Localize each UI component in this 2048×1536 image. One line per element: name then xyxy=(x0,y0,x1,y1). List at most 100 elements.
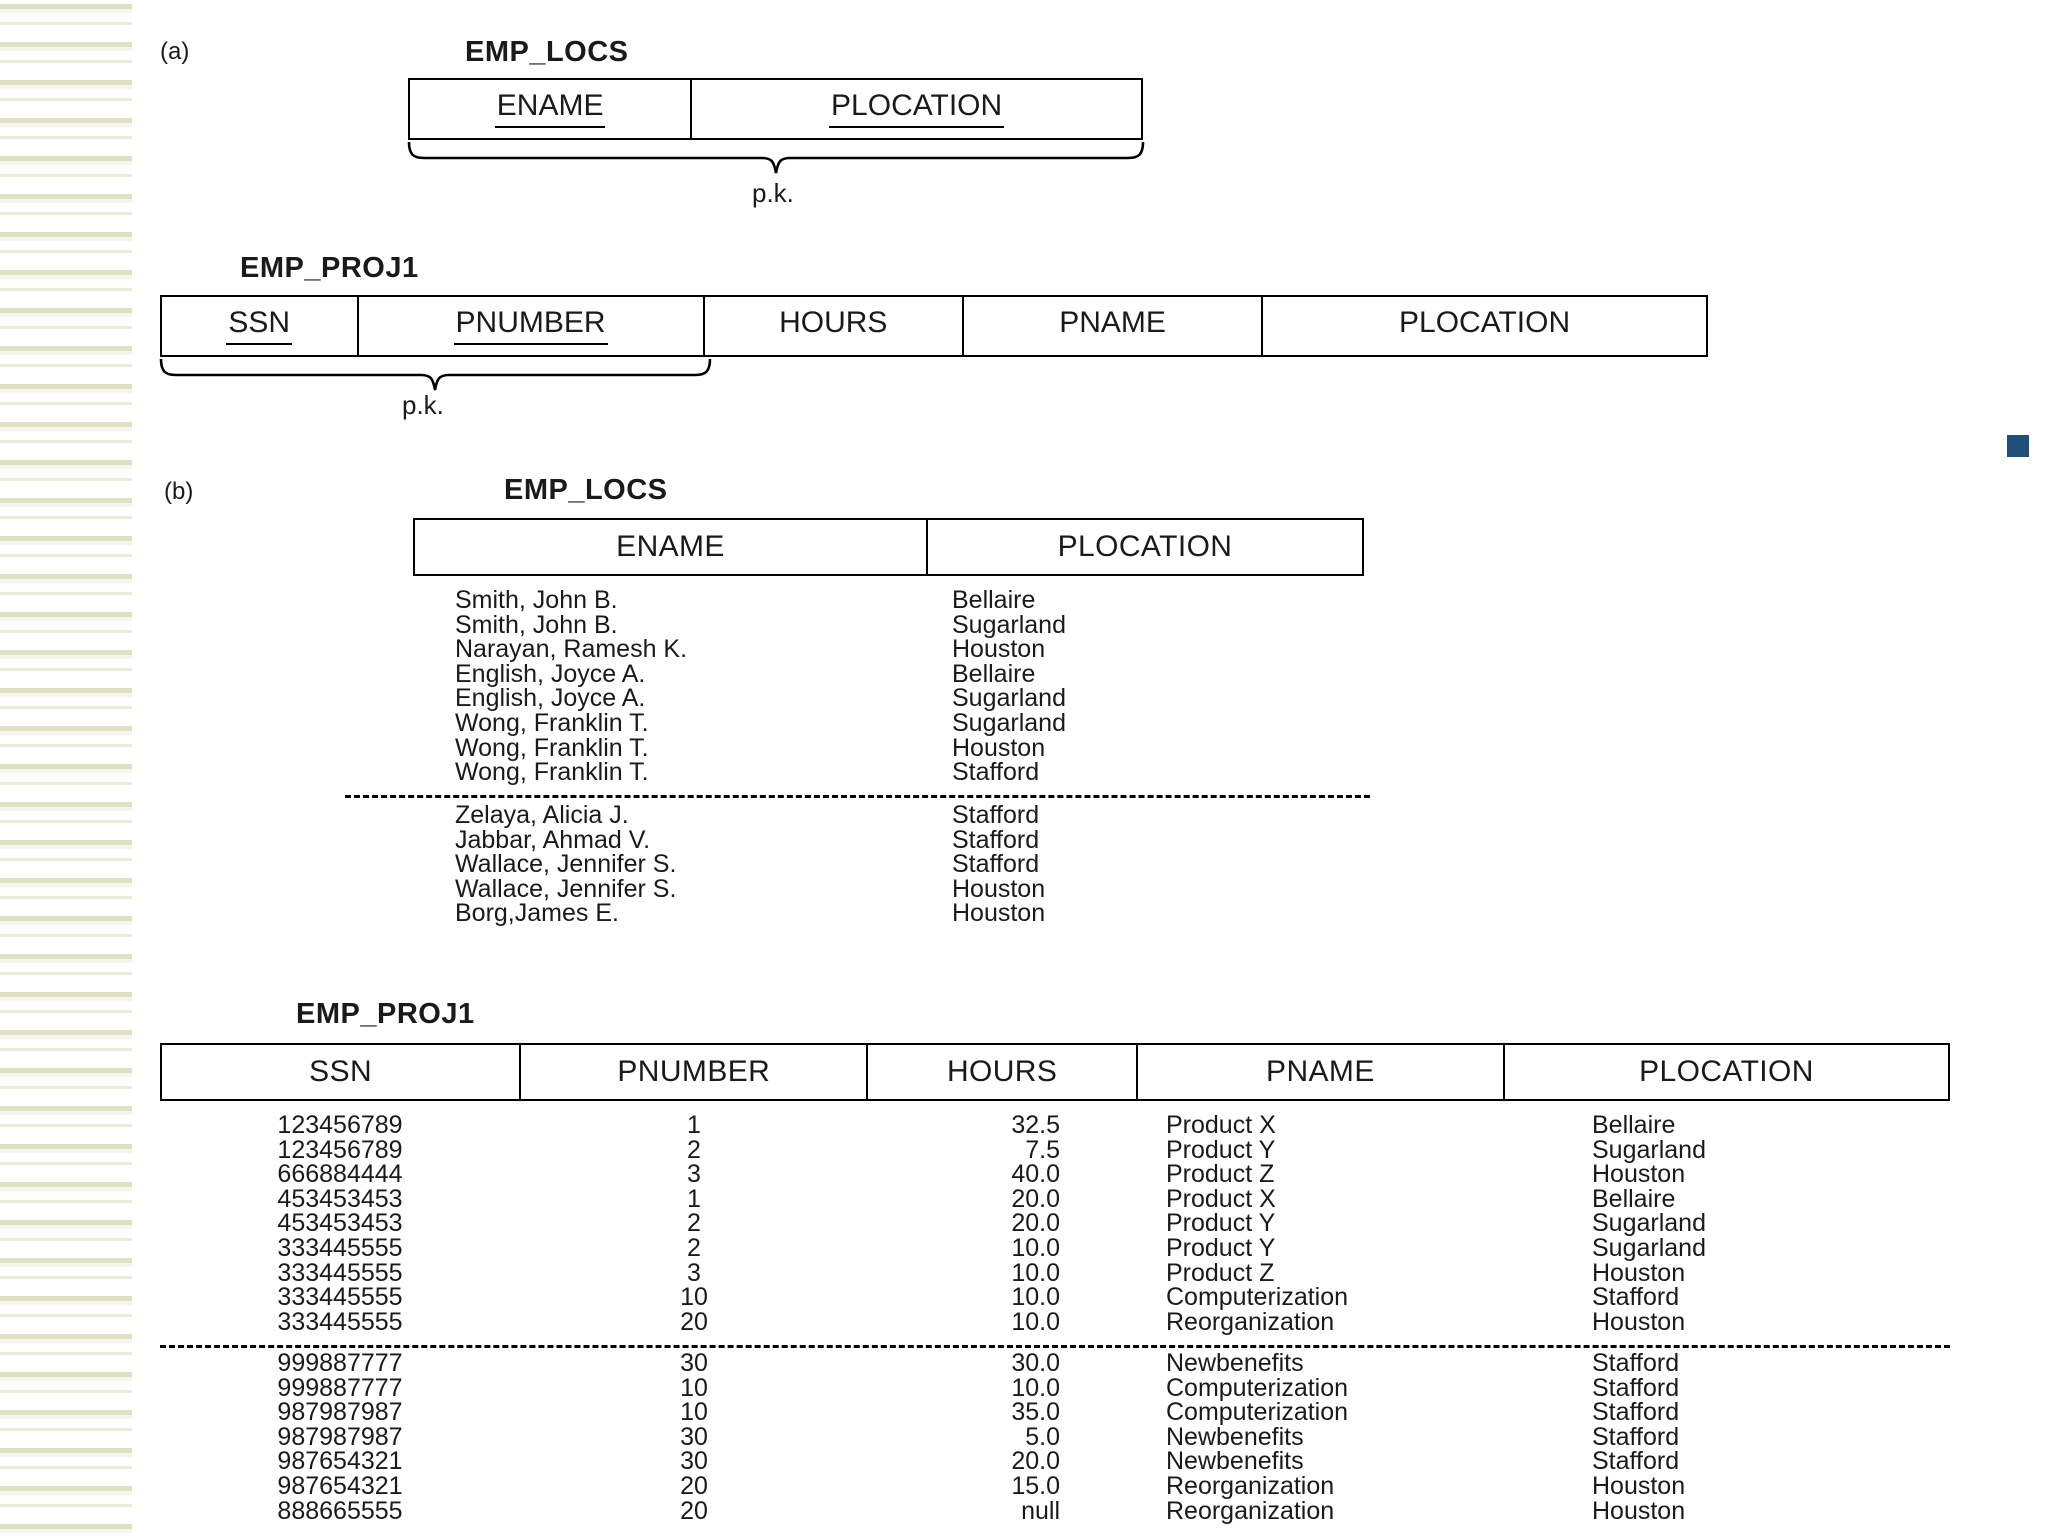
cell-ssn: 888665555 xyxy=(277,1496,403,1525)
emp-proj1-pk-brace xyxy=(156,357,716,397)
cell-ename: Zelaya, Alicia J. xyxy=(455,801,629,829)
cell-plocation: Sugarland xyxy=(952,610,1066,639)
cell-ssn: 333445555 xyxy=(277,1258,403,1287)
header-ename: ENAME xyxy=(415,520,928,574)
table-row: Wong, Franklin T.Houston xyxy=(413,735,1364,761)
schema-col-plocation-label: PLOCATION xyxy=(829,90,1005,128)
cell-pnumber: 3 xyxy=(687,1258,701,1287)
cell-plocation: Houston xyxy=(952,635,1046,664)
table-header-emp-proj1: SSN PNUMBER HOURS PNAME PLOCATION xyxy=(160,1043,1950,1101)
cell-plocation: Stafford xyxy=(1592,1373,1680,1402)
cell-hours: 7.5 xyxy=(1025,1135,1060,1164)
cell-plocation: Houston xyxy=(952,874,1046,903)
cell-pnumber: 10 xyxy=(680,1283,708,1312)
cell-pname: Newbenefits xyxy=(1166,1349,1304,1377)
cell-hours: null xyxy=(1021,1496,1060,1525)
cell-pnumber: 2 xyxy=(687,1233,701,1262)
table-row: Wallace, Jennifer S.Houston xyxy=(413,874,1364,903)
cell-ssn: 999887777 xyxy=(277,1373,403,1402)
cell-pname: Computerization xyxy=(1166,1398,1349,1427)
cell-plocation: Sugarland xyxy=(1592,1135,1706,1164)
cell-hours: 10.0 xyxy=(1011,1283,1060,1312)
cell-hours: 10.0 xyxy=(1011,1373,1060,1402)
cell-hours: 20.0 xyxy=(1011,1209,1060,1238)
cell-plocation: Stafford xyxy=(952,825,1040,854)
cell-plocation: Stafford xyxy=(952,850,1040,879)
schema-col-hours-label: HOURS xyxy=(779,306,888,340)
emp-locs-pk-brace xyxy=(404,140,1149,180)
cell-plocation: Stafford xyxy=(952,758,1040,787)
cell-pname: Product X xyxy=(1166,1111,1276,1139)
cell-ename: Wong, Franklin T. xyxy=(455,708,649,737)
header-plocation-proj: PLOCATION xyxy=(1639,1055,1814,1088)
header-pnumber: PNUMBER xyxy=(521,1045,869,1099)
schema-col-ssn: SSN xyxy=(162,297,359,355)
cell-hours: 10.0 xyxy=(1011,1233,1060,1262)
cell-ssn: 987654321 xyxy=(277,1447,403,1476)
table-row: Wallace, Jennifer S.Stafford xyxy=(413,852,1364,877)
table-row: Smith, John B.Bellaire xyxy=(413,588,1364,613)
cell-pname: Product Y xyxy=(1166,1209,1276,1238)
cell-pnumber: 2 xyxy=(687,1135,701,1164)
schema-col-pnumber-label: PNUMBER xyxy=(453,307,608,345)
bullet-square-icon xyxy=(2007,435,2029,457)
schema-col-pname-label: PNAME xyxy=(1059,306,1166,340)
schema-col-hours: HOURS xyxy=(705,297,964,355)
cell-pnumber: 10 xyxy=(680,1398,708,1427)
cell-plocation: Bellaire xyxy=(1592,1111,1676,1139)
cell-plocation: Sugarland xyxy=(1592,1233,1706,1262)
cell-pnumber: 10 xyxy=(680,1373,708,1402)
cell-pnumber: 20 xyxy=(680,1471,708,1500)
cell-plocation: Bellaire xyxy=(952,659,1036,688)
cell-ssn: 453453453 xyxy=(277,1209,403,1238)
cell-plocation: Stafford xyxy=(1592,1283,1680,1312)
cell-pname: Newbenefits xyxy=(1166,1447,1304,1476)
cell-ename: English, Joyce A. xyxy=(455,684,646,713)
cell-pnumber: 3 xyxy=(687,1160,701,1189)
emp-proj1-dashed-separator xyxy=(160,1345,1950,1348)
cell-ssn: 333445555 xyxy=(277,1307,403,1336)
cell-ssn: 333445555 xyxy=(277,1283,403,1312)
cell-plocation: Sugarland xyxy=(952,708,1066,737)
table-header-emp-locs: ENAME PLOCATION xyxy=(413,518,1364,576)
emp-locs-dashed-separator xyxy=(345,795,1370,798)
cell-pname: Product Y xyxy=(1166,1135,1276,1164)
header-ssn: SSN xyxy=(162,1045,522,1099)
cell-plocation: Houston xyxy=(1592,1471,1686,1500)
schema-emp-proj1: SSN PNUMBER HOURS PNAME PLOCATION xyxy=(160,295,1708,357)
part-b-label: (b) xyxy=(164,478,194,505)
header-plocation: PLOCATION xyxy=(1057,530,1233,563)
band-edge xyxy=(132,0,138,1536)
cell-pname: Newbenefits xyxy=(1166,1422,1304,1451)
schema-col-plocation: PLOCATION xyxy=(692,80,1141,138)
cell-ssn: 123456789 xyxy=(277,1111,403,1139)
header-hours: HOURS xyxy=(868,1045,1138,1099)
cell-pname: Reorganization xyxy=(1166,1307,1335,1336)
cell-plocation: Houston xyxy=(952,899,1046,928)
cell-plocation: Stafford xyxy=(1592,1422,1680,1451)
cell-ename: Narayan, Ramesh K. xyxy=(455,635,688,664)
cell-ename: Wong, Franklin T. xyxy=(455,758,649,787)
cell-hours: 20.0 xyxy=(1011,1184,1060,1213)
table-row: English, Joyce A.Sugarland xyxy=(413,686,1364,711)
part-b-emp-proj1-title: EMP_PROJ1 xyxy=(296,998,475,1030)
part-a-label: (a) xyxy=(160,38,190,65)
cell-ssn: 987987987 xyxy=(277,1422,403,1451)
cell-pname: Reorganization xyxy=(1166,1496,1335,1525)
cell-pnumber: 20 xyxy=(680,1496,708,1525)
part-b-emp-locs-title: EMP_LOCS xyxy=(504,474,668,506)
